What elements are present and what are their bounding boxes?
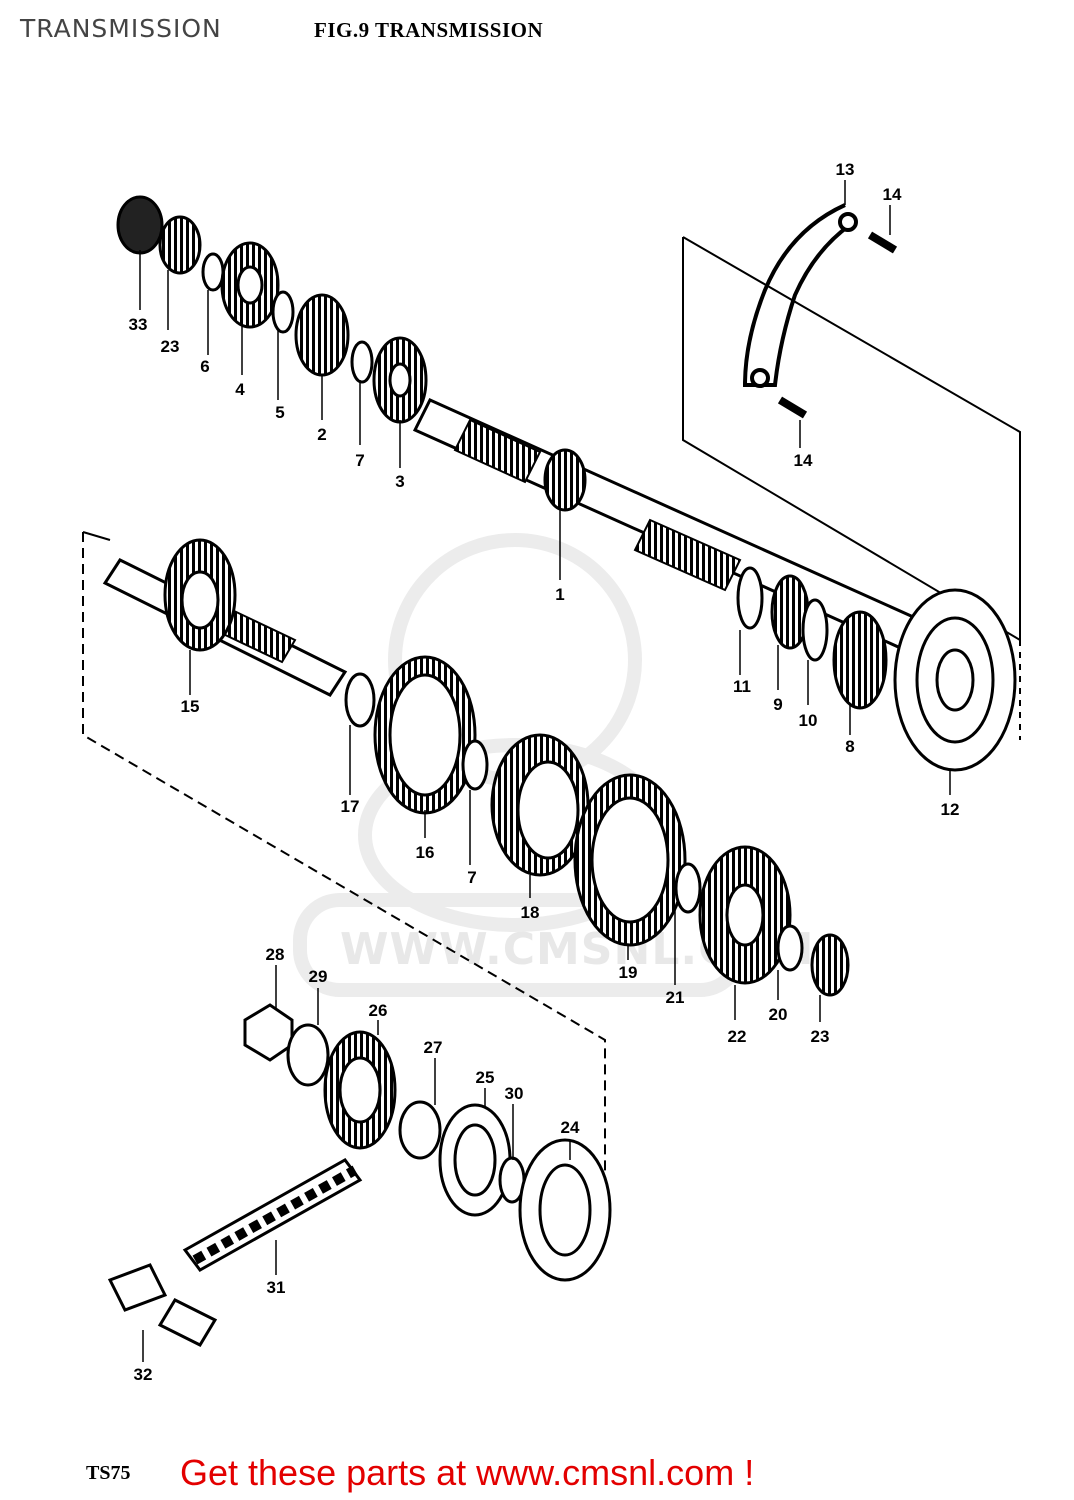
callout-p19: 19 [619,963,638,982]
callout-p32: 32 [134,1365,153,1384]
model-code: TS75 [86,1462,131,1484]
callout-p25: 25 [476,1068,495,1087]
part-callouts: 33 23 6 4 5 2 7 3 1 13 14 14 11 9 10 8 1… [129,160,960,1384]
callout-p23b: 23 [811,1027,830,1046]
callout-p16: 16 [416,843,435,862]
callout-p29: 29 [309,967,328,986]
cmsnl-link[interactable]: Get these parts at www.cmsnl.com ! [180,1452,755,1493]
callout-p27: 27 [424,1038,443,1057]
callout-p2: 2 [317,425,326,444]
callout-p8: 8 [845,737,854,756]
callout-p17: 17 [341,797,360,816]
callout-p18: 18 [521,903,540,922]
callout-p15: 15 [181,697,200,716]
gear-set [116,195,1017,997]
callout-p24: 24 [561,1118,580,1137]
figure-caption: FIG.9 TRANSMISSION [314,18,544,42]
callout-p21: 21 [666,988,685,1007]
callout-p5: 5 [275,403,284,422]
shift-fork [742,203,898,419]
callout-p28: 28 [266,945,285,964]
callout-p14b: 14 [794,451,813,470]
callout-p9: 9 [773,695,782,714]
leader-lines [139,180,951,1362]
upper-shaft [412,398,923,652]
callout-p22: 22 [728,1027,747,1046]
callout-p23a: 23 [161,337,180,356]
callout-p20: 20 [769,1005,788,1024]
callout-p3: 3 [395,472,404,491]
frame-lines [82,236,1021,1240]
callout-p7a: 7 [355,451,364,470]
callout-p11: 11 [733,677,751,696]
callout-p14a: 14 [883,185,902,204]
callout-p10: 10 [799,711,818,730]
callout-p4: 4 [235,380,245,399]
callout-p13: 13 [836,160,855,179]
page-title: TRANSMISSION [20,14,222,43]
callout-p30: 30 [505,1084,524,1103]
callout-p1: 1 [555,585,564,604]
callout-p12: 12 [941,800,960,819]
callout-p31: 31 [267,1278,286,1297]
callout-p33: 33 [129,315,148,334]
callout-p26: 26 [369,1001,388,1020]
sprocket-assembly [243,1003,612,1282]
callout-p6: 6 [200,357,209,376]
drive-chain [107,1158,363,1347]
callout-p7b: 7 [467,868,476,887]
